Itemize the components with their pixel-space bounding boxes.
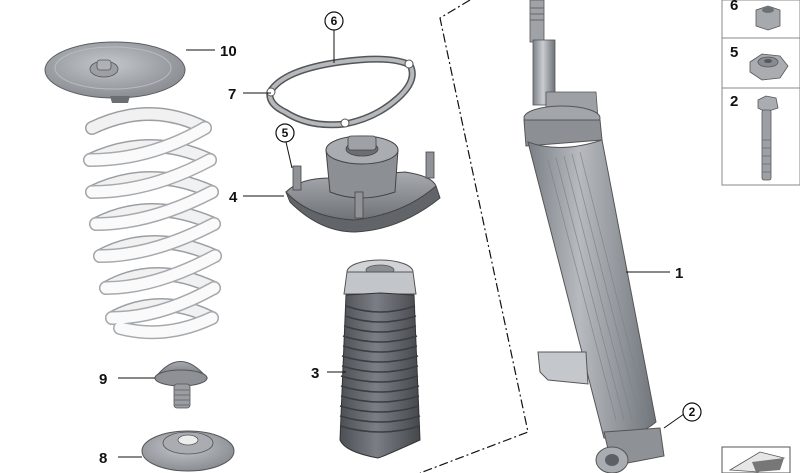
legend-label-2: 2: [730, 93, 738, 110]
callout-8: 8: [99, 450, 107, 467]
callout-5: 5: [282, 126, 289, 140]
protective-boot-part: [339, 259, 421, 459]
callout-3: 3: [311, 365, 319, 382]
gasket-part: [266, 55, 416, 129]
leader-lines: [118, 30, 685, 458]
callout-4: 4: [229, 189, 238, 206]
callout-7: 7: [228, 86, 236, 103]
legend-box-2: [721, 87, 800, 186]
callout-6: 6: [331, 14, 338, 28]
callout-circle-5: [275, 123, 295, 143]
callout-10: 10: [220, 43, 237, 60]
bump-stop-part: [153, 361, 209, 409]
assembly-outline: [419, 0, 529, 473]
legend-label-6: 6: [730, 0, 738, 14]
legend-box-5: [721, 37, 800, 89]
callout-circle-6: [324, 11, 344, 31]
callout-circle-2: [682, 402, 702, 422]
callout-9: 9: [99, 371, 107, 388]
callout-1: 1: [675, 265, 683, 282]
shock-absorber-part: [523, 0, 665, 473]
legend-box-6: [721, 0, 800, 39]
callout-2: 2: [689, 405, 696, 419]
orientation-symbol: [721, 446, 791, 473]
lower-spring-seat-part: [141, 430, 235, 472]
spring-pad-part: [44, 41, 186, 103]
callout-labels: 10 7 4 3 9 8 1 6 5 2 6 5 2: [99, 0, 738, 467]
coil-spring-part: [83, 107, 222, 340]
top-mount-part: [285, 135, 441, 233]
legend-label-5: 5: [730, 44, 738, 61]
